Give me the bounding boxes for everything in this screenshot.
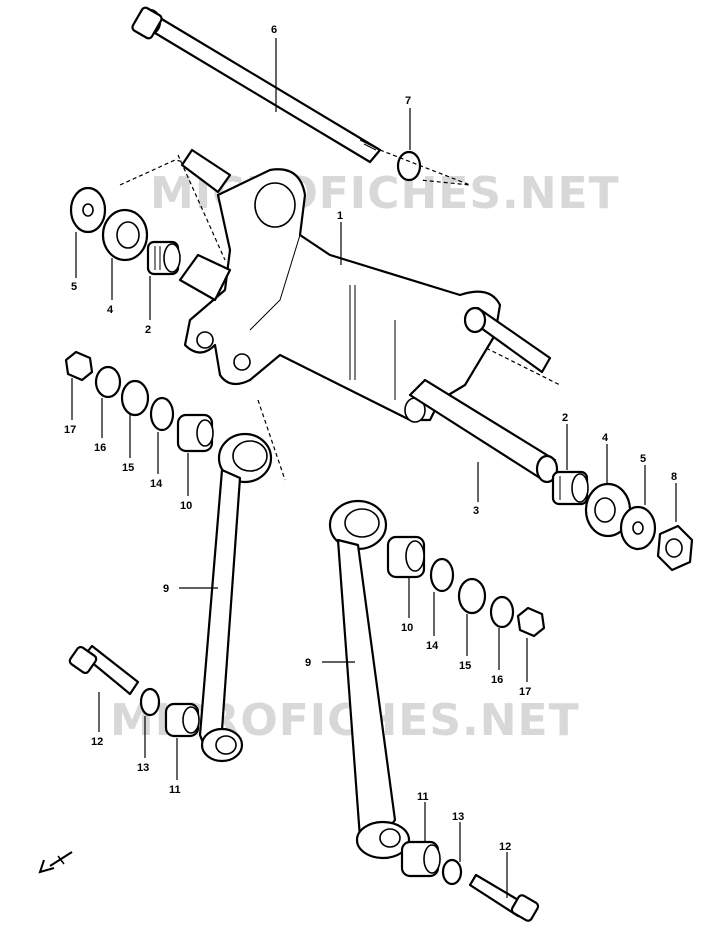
part-15-washer-left bbox=[120, 379, 150, 417]
callout-5-right: 5 bbox=[640, 453, 646, 465]
front-arrow-icon bbox=[38, 851, 73, 874]
callout-10-left: 10 bbox=[180, 500, 192, 512]
part-17-nut-left bbox=[64, 350, 94, 382]
part-11-bushing-left bbox=[164, 702, 200, 738]
part-10-bushing-right bbox=[386, 535, 426, 579]
part-12-bolt-left bbox=[68, 644, 140, 696]
callout-16-right: 16 bbox=[491, 674, 503, 686]
callout-2-right: 2 bbox=[562, 412, 568, 424]
part-16-washer-right bbox=[489, 595, 515, 629]
callout-9-right: 9 bbox=[305, 657, 311, 669]
callout-6: 6 bbox=[271, 24, 277, 36]
part-4-seal-left bbox=[101, 208, 149, 262]
part-8-nut bbox=[656, 524, 694, 572]
part-1-cushion-lever bbox=[183, 168, 502, 423]
callout-16-left: 16 bbox=[94, 442, 106, 454]
part-3-shaft bbox=[408, 378, 559, 484]
part-14-washer-left bbox=[149, 396, 175, 432]
part-1-pin-end bbox=[463, 306, 487, 334]
callout-13-left: 13 bbox=[137, 762, 149, 774]
callout-1: 1 bbox=[337, 210, 343, 222]
part-13-washer-left bbox=[139, 687, 161, 717]
part-5-washer-right bbox=[619, 505, 657, 551]
part-7-washer bbox=[396, 150, 422, 182]
callout-11-left: 11 bbox=[169, 784, 181, 796]
callout-5-left: 5 bbox=[71, 281, 77, 293]
callout-14-left: 14 bbox=[150, 478, 163, 490]
part-5-washer-left bbox=[69, 186, 107, 234]
part-1-sleeve bbox=[178, 253, 232, 302]
part-17-nut-right bbox=[516, 606, 546, 638]
callout-3: 3 bbox=[473, 505, 479, 517]
callout-10-right: 10 bbox=[401, 622, 413, 634]
callout-7: 7 bbox=[405, 95, 411, 107]
callout-9-left: 9 bbox=[163, 583, 169, 595]
callout-4-right: 4 bbox=[602, 432, 609, 444]
callout-12-left: 12 bbox=[91, 736, 103, 748]
part-10-bushing-left bbox=[176, 413, 214, 453]
part-9-rod-right bbox=[328, 499, 411, 860]
part-16-washer-left bbox=[94, 365, 122, 399]
callout-11-right: 11 bbox=[417, 791, 429, 803]
callout-2-left: 2 bbox=[145, 324, 151, 336]
part-12-bolt-right bbox=[468, 873, 540, 922]
part-11-bushing-right bbox=[400, 840, 441, 878]
part-9-rod-left bbox=[198, 432, 273, 763]
callout-15-right: 15 bbox=[459, 660, 471, 672]
callout-17-right: 17 bbox=[519, 686, 531, 698]
callout-14-right: 14 bbox=[426, 640, 439, 652]
alignment-line bbox=[177, 154, 226, 261]
leader-lines bbox=[71, 38, 677, 898]
alignment-line bbox=[257, 399, 286, 481]
part-2-bearing-left bbox=[146, 240, 181, 276]
alignment-line bbox=[479, 344, 561, 386]
callout-13-right: 13 bbox=[452, 811, 464, 823]
part-6-bolt bbox=[131, 6, 382, 164]
callout-8: 8 bbox=[671, 471, 677, 483]
part-1-boss bbox=[180, 148, 232, 194]
part-15-washer-right bbox=[457, 577, 487, 615]
callout-4-left: 4 bbox=[107, 304, 114, 316]
callout-17-left: 17 bbox=[64, 424, 76, 436]
part-2-bearing-right bbox=[551, 470, 589, 506]
part-14-washer-right bbox=[429, 557, 455, 593]
callout-12-right: 12 bbox=[499, 841, 511, 853]
callout-15-left: 15 bbox=[122, 462, 134, 474]
part-13-washer-right bbox=[441, 858, 463, 886]
